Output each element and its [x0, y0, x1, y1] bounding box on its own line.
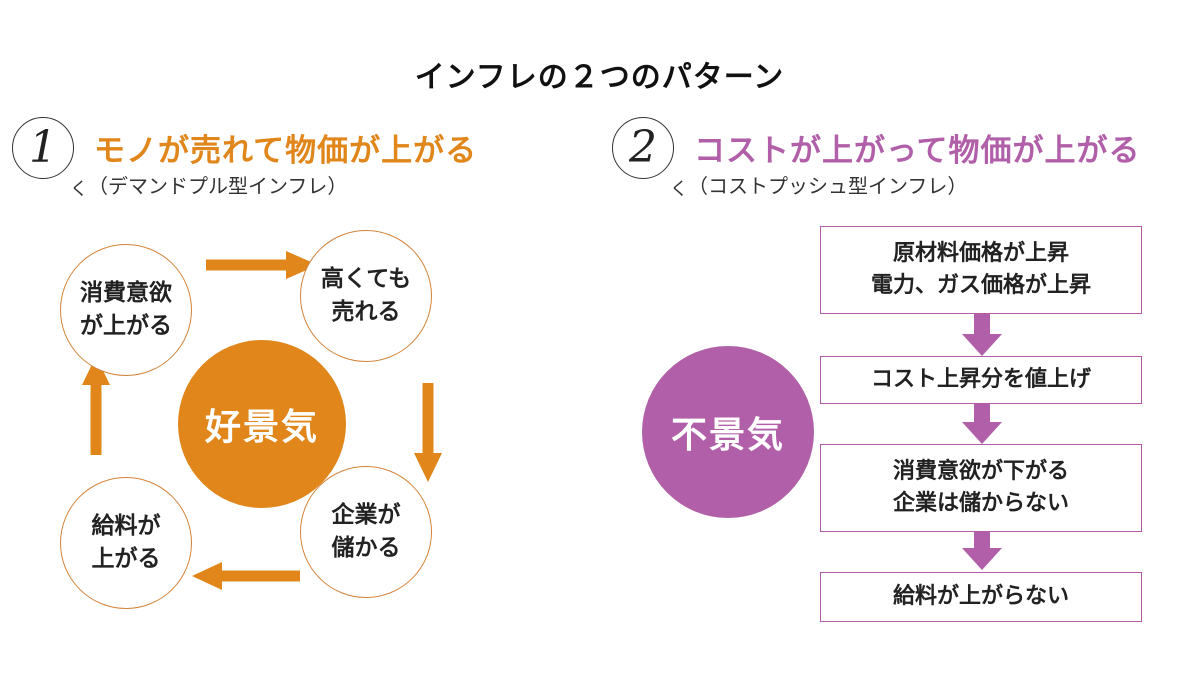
pattern-2-heading: コストが上がって物価が上がる: [694, 133, 1141, 169]
flow-step-3: 消費意欲が下がる 企業は儲からない: [820, 444, 1142, 532]
center-circle-boom: 好景気: [178, 340, 346, 508]
node-line: 給料が: [91, 512, 161, 539]
pattern-number-1: 1: [12, 117, 74, 179]
step-line: 給料が上がらない: [892, 584, 1069, 610]
node-line: 消費意欲: [80, 279, 172, 306]
number-tail-icon: く: [70, 179, 88, 200]
node-line: が上がる: [80, 313, 172, 339]
flow-step-1: 原材料価格が上昇 電力、ガス価格が上昇: [820, 226, 1142, 314]
node-line: 上がる: [91, 546, 161, 572]
arrowhead-top: [286, 251, 318, 279]
center-circle-recession: 不景気: [642, 346, 814, 518]
step-line: 原材料価格が上昇: [892, 241, 1069, 267]
pattern-1-subtitle: （デマンドプル型インフレ）: [88, 174, 348, 198]
center-label-boom: 好景気: [204, 407, 319, 448]
center-label-recession: 不景気: [670, 415, 785, 456]
node-line: 儲かる: [331, 535, 401, 561]
arrowhead-left: [82, 356, 110, 385]
pattern-1-heading: モノが売れて物価が上がる: [94, 133, 478, 169]
flow-step-2: コスト上昇分を値上げ: [820, 356, 1142, 404]
page-title: インフレの２つのパターン: [414, 60, 785, 95]
step-line: 電力、ガス価格が上昇: [870, 273, 1091, 298]
node-line: 企業が: [331, 501, 401, 528]
arrowhead-bottom: [192, 562, 222, 590]
pattern-number-2: 2: [612, 117, 674, 179]
step-line: 消費意欲が下がる: [892, 459, 1069, 485]
number-tail-icon: く: [670, 179, 688, 200]
flow-step-4: 給料が上がらない: [820, 572, 1142, 622]
node-company-profit: 企業が 儲かる: [300, 466, 432, 598]
arrowhead-down-3: [962, 548, 1002, 570]
node-line: 売れる: [331, 299, 401, 325]
node-consumption-up: 消費意欲 が上がる: [60, 244, 192, 376]
arrowhead-down-2: [962, 422, 1002, 444]
arrowhead-down-1: [962, 334, 1002, 356]
node-salary-up: 給料が 上がる: [60, 477, 192, 609]
node-line: 高くても: [320, 265, 412, 292]
arrowhead-right: [414, 453, 442, 482]
node-sells-high: 高くても 売れる: [300, 230, 432, 362]
step-line: 企業は儲からない: [892, 491, 1069, 516]
pattern-2-subtitle: （コストプッシュ型インフレ）: [688, 174, 968, 198]
step-line: コスト上昇分を値上げ: [870, 367, 1091, 393]
